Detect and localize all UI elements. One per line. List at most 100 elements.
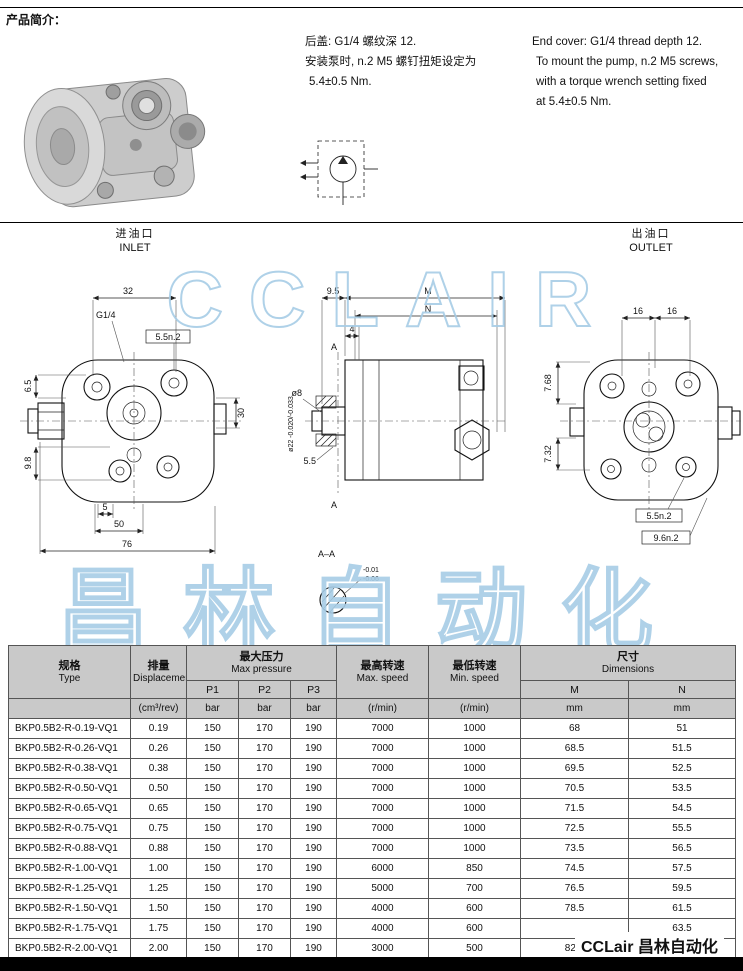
col-header-m: M	[520, 680, 629, 699]
table-cell: 170	[238, 718, 291, 739]
section-view: A A 9.5 M N 4 ø8 ø22 -0.020/-0.033 5.5 A…	[288, 286, 506, 614]
section-label: A–A	[318, 549, 335, 559]
table-cell: 76.5	[520, 878, 629, 899]
dim-label: 50	[114, 519, 124, 529]
spec-table-wrap: 规格 Type 排量 Displacement 最大压力 Max pressur…	[8, 645, 736, 959]
table-cell: 54.5	[628, 798, 736, 819]
dim-label: M	[424, 286, 432, 296]
table-cell: 190	[290, 798, 337, 819]
pump-photo	[23, 77, 206, 208]
table-cell: 0.50	[130, 778, 187, 799]
dim-label: -0.01	[363, 567, 379, 574]
table-cell: 69.5	[520, 758, 629, 779]
dim-label: 16	[633, 306, 643, 316]
cell-model: BKP0.5B2-R-0.65-VQ1	[8, 798, 131, 819]
table-cell: 73.5	[520, 838, 629, 859]
cell-model: BKP0.5B2-R-1.00-VQ1	[8, 858, 131, 879]
table-cell: 78.5	[520, 898, 629, 919]
dim-label: 7.68	[543, 374, 553, 392]
cell-model: BKP0.5B2-R-1.25-VQ1	[8, 878, 131, 899]
note-cn-line1: 后盖: G1/4 螺纹深 12.	[305, 36, 417, 48]
dim-label: 5	[102, 502, 107, 512]
table-cell: 59.5	[628, 878, 736, 899]
table-cell: 170	[238, 858, 291, 879]
note-en-line1: End cover: G1/4 thread depth 12.	[532, 36, 703, 48]
table-cell: 7000	[336, 798, 429, 819]
unit-m: mm	[520, 698, 629, 719]
outlet-label: 出油口 OUTLET	[608, 227, 694, 255]
table-cell: 7000	[336, 738, 429, 759]
outlet-label-cn: 出油口	[631, 228, 671, 240]
spec-table: 规格 Type 排量 Displacement 最大压力 Max pressur…	[8, 645, 736, 959]
table-cell: 51	[628, 718, 736, 739]
col-header-n: N	[628, 680, 736, 699]
table-cell: 190	[290, 838, 337, 859]
inlet-label-cn: 进油口	[115, 228, 155, 240]
table-cell: 2.00	[130, 938, 187, 959]
dim-label: 9.8	[23, 457, 33, 470]
table-cell: 68	[520, 718, 629, 739]
table-cell: 72.5	[520, 818, 629, 839]
dim-label: -0.06	[363, 576, 379, 583]
unit-p1: bar	[186, 698, 239, 719]
unit-p2: bar	[238, 698, 291, 719]
table-cell: 1.50	[130, 898, 187, 919]
table-cell: 1.75	[130, 918, 187, 939]
table-cell: 0.88	[130, 838, 187, 859]
table-cell: 170	[238, 758, 291, 779]
col-header-max-pressure: 最大压力 Max pressure	[186, 645, 337, 681]
inlet-label-en: INLET	[119, 242, 151, 254]
table-cell: 52.5	[628, 758, 736, 779]
table-cell: 170	[238, 878, 291, 899]
unit-blank	[8, 698, 131, 719]
dim-label: 30	[236, 408, 246, 418]
cell-model: BKP0.5B2-R-1.75-VQ1	[8, 918, 131, 939]
hydraulic-symbol	[300, 140, 378, 205]
col-header-displacement: 排量 Displacement	[130, 645, 187, 699]
dim-label: 76	[122, 539, 132, 549]
table-cell: 150	[186, 938, 239, 959]
dim-label: 7.32	[543, 445, 553, 463]
table-cell: 500	[428, 938, 521, 959]
cell-model: BKP0.5B2-R-0.38-VQ1	[8, 758, 131, 779]
table-cell: 1000	[428, 818, 521, 839]
table-cell: 7000	[336, 778, 429, 799]
table-cell: 1000	[428, 758, 521, 779]
table-cell: 1.00	[130, 858, 187, 879]
table-cell: 56.5	[628, 838, 736, 859]
table-cell: 61.5	[628, 898, 736, 919]
table-cell: 7000	[336, 718, 429, 739]
unit-min-speed: (r/min)	[428, 698, 521, 719]
table-cell: 190	[290, 778, 337, 799]
table-cell: 70.5	[520, 778, 629, 799]
cell-model: BKP0.5B2-R-1.50-VQ1	[8, 898, 131, 919]
table-cell: 190	[290, 938, 337, 959]
col-header-type: 规格 Type	[8, 645, 131, 699]
dim-label: G1/4	[96, 310, 116, 320]
cell-model: BKP0.5B2-R-0.26-VQ1	[8, 738, 131, 759]
table-cell: 55.5	[628, 818, 736, 839]
table-cell: 170	[238, 818, 291, 839]
unit-n: mm	[628, 698, 736, 719]
table-cell: 68.5	[520, 738, 629, 759]
dim-label: 4	[349, 324, 354, 334]
table-cell: 7000	[336, 838, 429, 859]
table-cell: 0.65	[130, 798, 187, 819]
table-cell: 170	[238, 838, 291, 859]
table-cell: 170	[238, 778, 291, 799]
table-cell: 0.19	[130, 718, 187, 739]
table-cell: 0.26	[130, 738, 187, 759]
table-cell: 1000	[428, 778, 521, 799]
dim-label: 9.5	[327, 286, 340, 296]
col-header-max-speed: 最高转速 Max. speed	[336, 645, 429, 699]
table-cell: 0.75	[130, 818, 187, 839]
outlet-view: 16 16 7.68 7.32 5.5n.2 9.6n.2	[543, 306, 741, 545]
dim-label: 5.5n.2	[155, 332, 180, 342]
table-cell: 190	[290, 878, 337, 899]
